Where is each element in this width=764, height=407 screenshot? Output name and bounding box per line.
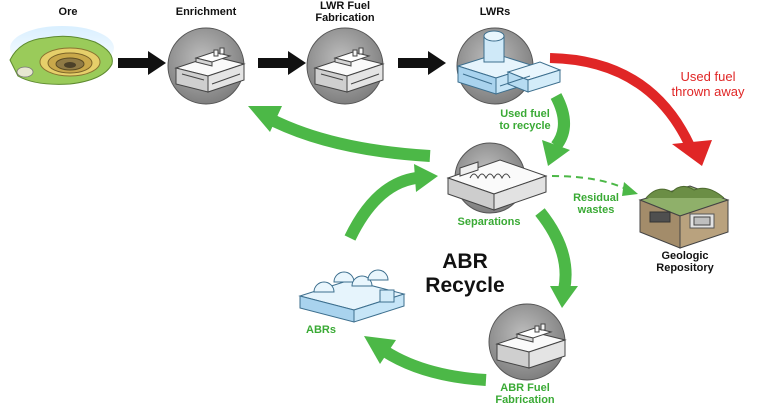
ore-mine-icon (9, 26, 114, 85)
lwr-fuel-fabrication-to-lwrs-arrow (398, 51, 446, 75)
repository-icon (638, 185, 730, 249)
abrs-to-separations-arrow (344, 164, 438, 241)
separations-to-enrichment-arrow (248, 106, 431, 162)
separations-plant-icon (446, 159, 548, 211)
reactor-icon (456, 30, 562, 95)
reactor-domes-icon (298, 269, 406, 323)
separations-to-abr-fuel-fabrication-arrow (535, 208, 578, 308)
lwr-fuel-fabrication-label: LWR Fuel Fabrication (315, 0, 375, 25)
ore-to-enrichment-arrow (118, 51, 166, 75)
used-fuel-thrown-away-arrow (549, 53, 712, 166)
used-fuel-to-recycle-label: Used fuel to recycle (499, 108, 551, 133)
geologic-repository-label: Geologic Repository (656, 250, 714, 275)
ore-label: Ore (58, 6, 78, 18)
abr-fuel-fabrication-label: ABR Fuel Fabrication (495, 382, 555, 407)
industrial-facility-icon (174, 47, 246, 93)
abrs-label: ABRs (306, 324, 336, 336)
separations-label: Separations (457, 216, 521, 228)
industrial-facility-icon (313, 47, 385, 93)
abr-fuel-fabrication-to-abrs-arrow (364, 336, 487, 386)
industrial-facility-icon (495, 323, 567, 369)
lwrs-to-separations-arrow (542, 93, 570, 166)
residual-wastes-label: Residual wastes (573, 192, 619, 217)
enrichment-label: Enrichment (175, 6, 237, 18)
abr-recycle-title: ABR Recycle (425, 250, 505, 297)
residual-wastes-dashed-arrow (551, 175, 638, 196)
lwrs-label: LWRs (479, 6, 511, 18)
used-fuel-thrown-away-label: Used fuel thrown away (671, 69, 745, 99)
enrichment-to-lwr-fuel-fabrication-arrow (258, 51, 306, 75)
